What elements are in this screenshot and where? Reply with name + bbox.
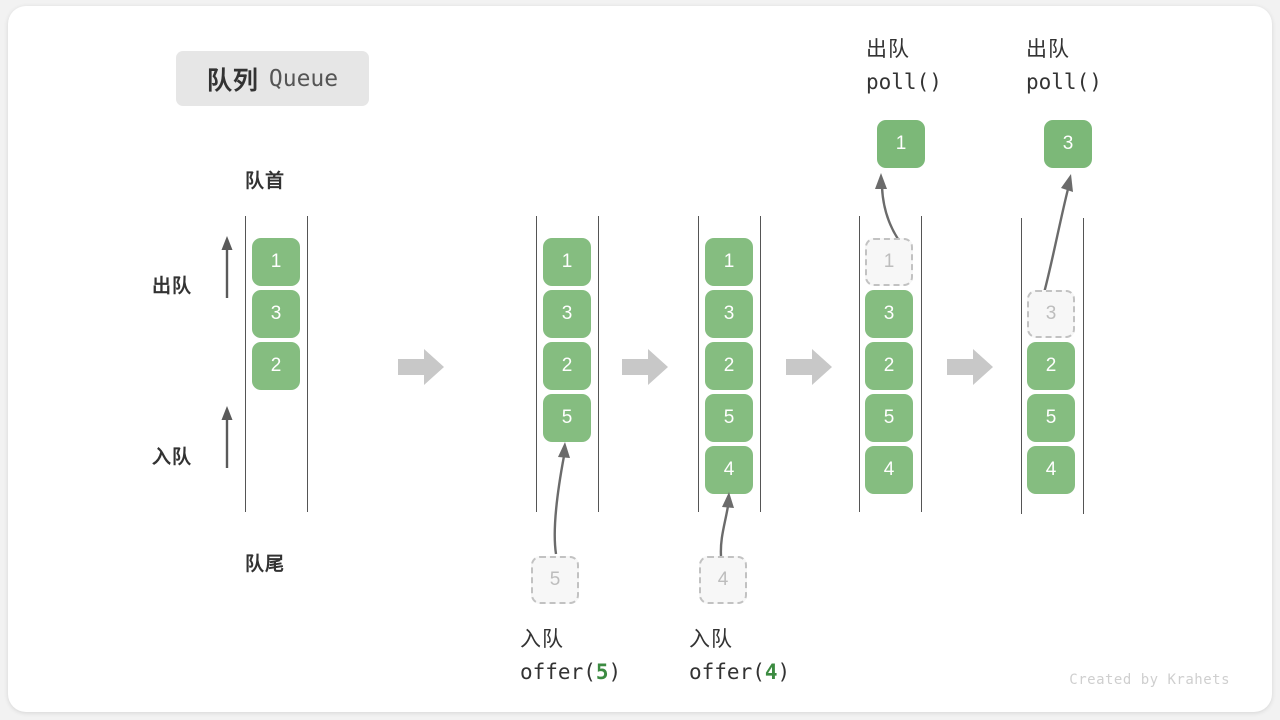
poll-1-header: 出队 poll() [866,34,942,97]
queue-element: 5 [1027,394,1075,442]
diagram-card: 队列 Queue 队首 队尾 出队 入队 1 3 2 [8,6,1272,712]
offer-caption-cn: 入队 [520,628,564,651]
polled-result-element: 3 [1044,120,1092,168]
rail-left [698,216,699,512]
diagram-title-badge: 队列 Queue [176,51,369,106]
queue-element: 2 [252,342,300,390]
queue-element: 1 [705,238,753,286]
incoming-element-ghost: 4 [699,556,747,604]
dequeue-side-label: 出队 [152,276,193,297]
queue-element: 5 [865,394,913,442]
dequeue-direction-arrow-icon [221,236,233,298]
poll-arrow-icon [875,173,900,240]
queue-element: 4 [865,446,913,494]
offer-arrow-icon [719,492,734,557]
poll-header-code: poll() [866,69,942,94]
rail-left [859,216,860,512]
removed-element-ghost: 3 [1027,290,1075,338]
rail-left [1021,218,1022,514]
queue-element: 3 [543,290,591,338]
offer-caption-code: offer(5) [520,659,622,684]
rail-right [760,216,761,512]
poll-3-header: 出队 poll() [1026,34,1102,97]
removed-element-ghost: 1 [865,238,913,286]
rail-left [245,216,246,512]
poll-header-code: poll() [1026,69,1102,94]
rail-right [921,216,922,512]
queue-element: 3 [865,290,913,338]
queue-element: 4 [1027,446,1075,494]
title-english: Queue [268,65,339,92]
queue-front-label: 队首 [245,171,286,192]
queue-element: 2 [705,342,753,390]
offer-arrow-icon [553,442,570,555]
rail-right [1083,218,1084,514]
rail-right [307,216,308,512]
title-chinese: 队列 [206,66,259,95]
enqueue-side-label: 入队 [152,447,193,468]
offer-4-caption: 入队 offer(4) [689,624,790,687]
poll-header-cn: 出队 [1026,38,1070,61]
offer-5-caption: 入队 offer(5) [520,624,621,687]
queue-element: 2 [865,342,913,390]
transition-arrow-icon [947,349,993,385]
offer-caption-cn: 入队 [689,628,733,651]
transition-arrow-icon [398,349,444,385]
transition-arrow-icon [622,349,668,385]
queue-element: 3 [705,290,753,338]
poll-arrow-icon [1042,174,1073,294]
transition-arrow-icon [786,349,832,385]
queue-element: 3 [252,290,300,338]
queue-element: 2 [1027,342,1075,390]
queue-element: 2 [543,342,591,390]
offer-caption-code: offer(4) [689,659,791,684]
queue-element: 1 [543,238,591,286]
credit-text: Created by Krahets [1069,672,1230,688]
polled-result-element: 1 [877,120,925,168]
queue-rear-label: 队尾 [245,554,286,575]
enqueue-direction-arrow-icon [221,406,233,468]
poll-header-cn: 出队 [866,38,910,61]
queue-element-new: 5 [543,394,591,442]
rail-left [536,216,537,512]
queue-element: 1 [252,238,300,286]
rail-right [598,216,599,512]
queue-element-new: 4 [705,446,753,494]
queue-element: 5 [705,394,753,442]
incoming-element-ghost: 5 [531,556,579,604]
